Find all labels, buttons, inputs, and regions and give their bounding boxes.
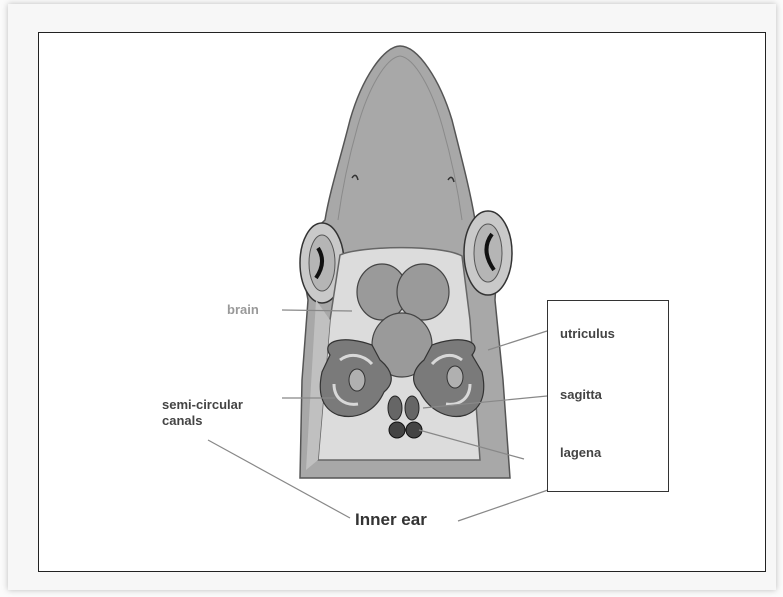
label-semi-circular: semi-circular [162, 396, 243, 413]
label-canals: canals [162, 412, 202, 429]
label-inner-ear: Inner ear [355, 511, 427, 528]
label-lagena: lagena [560, 444, 601, 461]
leader-inner-ear-right [458, 490, 548, 521]
brain-lobe-right [397, 264, 449, 320]
label-brain: brain [227, 301, 259, 318]
label-sagitta: sagitta [560, 386, 602, 403]
label-utriculus: utriculus [560, 325, 615, 342]
sagitta-left [388, 396, 402, 420]
lagena-left [389, 422, 405, 438]
sagitta-right [405, 396, 419, 420]
